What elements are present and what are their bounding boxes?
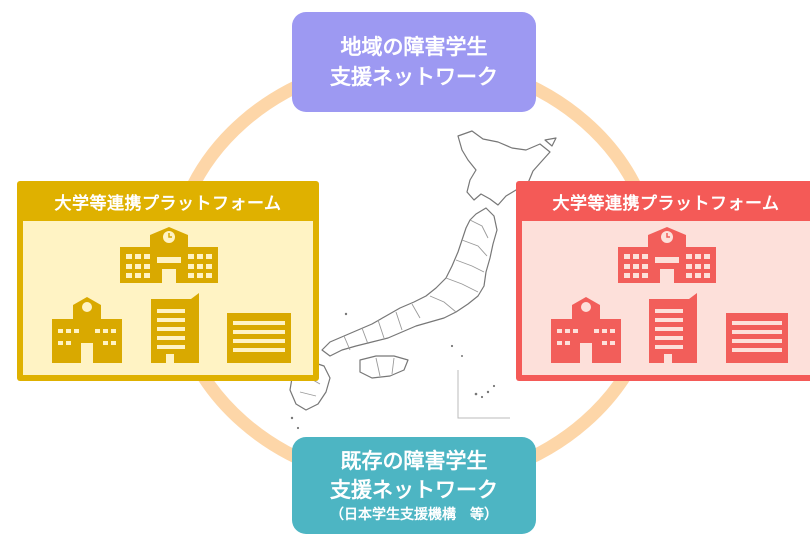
office-tower-icon <box>649 293 697 363</box>
existing-network-title-line2: 支援ネットワーク <box>330 477 498 502</box>
regional-network-title-line2: 支援ネットワーク <box>330 65 498 89</box>
right-platform-body <box>522 221 810 375</box>
office-block-icon <box>726 313 788 363</box>
regional-network-title-line1: 地域の障害学生 <box>340 35 488 59</box>
existing-network-title-line1: 既存の障害学生 <box>340 448 488 473</box>
right-platform-title: 大学等連携プラットフォーム <box>552 193 780 214</box>
right-buildings-group <box>551 227 788 363</box>
office-block-icon <box>227 313 291 363</box>
left-buildings-group <box>52 227 291 363</box>
small-school-icon <box>551 297 621 363</box>
school-building-icon <box>618 227 716 283</box>
school-building-icon <box>120 227 218 283</box>
right-university-platform: 大学等連携プラットフォーム <box>516 181 810 381</box>
left-platform-body <box>23 221 313 375</box>
regional-support-network-box: 地域の障害学生 支援ネットワーク <box>292 12 536 112</box>
office-tower-icon <box>151 293 199 363</box>
existing-network-subtitle: （日本学生支援機構 等） <box>330 506 498 523</box>
existing-support-network-box: 既存の障害学生 支援ネットワーク （日本学生支援機構 等） <box>292 437 536 534</box>
left-platform-title: 大学等連携プラットフォーム <box>54 193 282 214</box>
left-university-platform: 大学等連携プラットフォーム <box>17 181 319 381</box>
small-school-icon <box>52 297 122 363</box>
